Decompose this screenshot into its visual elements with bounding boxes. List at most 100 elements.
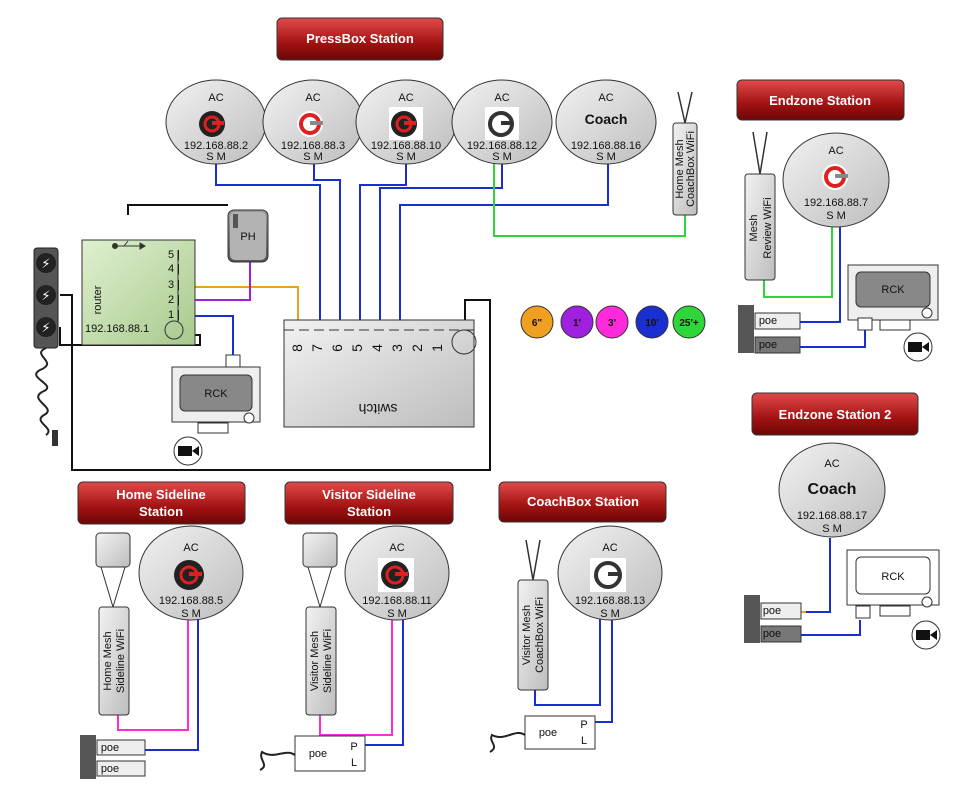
ap-type: AC <box>598 92 613 104</box>
ap-pressbox-5: AC Coach 192.168.88.16 S M <box>555 79 657 165</box>
router-ip: 192.168.88.1 <box>85 323 149 335</box>
ap-ip: 192.168.88.17 <box>797 510 867 522</box>
camera-icon <box>173 436 203 466</box>
ap-ports: S M <box>206 151 226 163</box>
poe-visitor: poe P L <box>259 735 366 772</box>
cable-length-legend: 6" 1' 3' 10' 25'+ <box>520 305 706 339</box>
legend-item: 3' <box>608 318 616 329</box>
ap-endzone2: AC Coach 192.168.88.17 S M <box>778 442 886 538</box>
ap-type: AC <box>398 92 413 104</box>
camera-icon <box>911 620 941 650</box>
ap-ip: 192.168.88.5 <box>159 595 223 607</box>
poe-port-l: L <box>351 757 357 769</box>
router-port: 2 | <box>168 294 180 306</box>
banner-visitor-sideline: Visitor Sideline Station <box>284 481 454 525</box>
poe-port-p: P <box>580 719 587 731</box>
ph-device: PH <box>227 209 269 263</box>
mesh-visitor: Visitor Mesh Sideline WiFi <box>302 532 338 716</box>
ap-type: AC <box>828 145 843 157</box>
banner-home-sideline: Home Sideline Station <box>77 481 246 525</box>
router-port: 3 | <box>168 279 180 291</box>
ap-ip: 192.168.88.3 <box>281 140 345 152</box>
ap-pressbox-2: AC 192.168.88.3 S M <box>262 79 364 165</box>
ap-type: AC <box>208 92 223 104</box>
logo-icon <box>174 560 204 590</box>
switch-port: 1 <box>429 344 445 352</box>
poe-label: poe <box>759 315 777 327</box>
mesh-label-2: Sideline WiFi <box>322 629 334 693</box>
switch-port: 6 <box>329 344 345 352</box>
poe-label: poe <box>763 605 781 617</box>
router-label: router <box>92 285 104 314</box>
logo-icon <box>297 111 323 137</box>
ap-type: AC <box>494 92 509 104</box>
switch-port: 3 <box>389 344 405 352</box>
router-port: 1 | <box>168 309 180 321</box>
mesh-pressbox: Home Mesh CoachBox WiFi <box>672 91 698 216</box>
ap-ip: 192.168.88.2 <box>184 140 248 152</box>
poe-label: poe <box>309 748 327 760</box>
poe-port-l: L <box>581 735 587 747</box>
mesh-label-1: Home Mesh <box>674 139 686 198</box>
switch-port: 8 <box>289 344 305 352</box>
ap-type: AC <box>305 92 320 104</box>
ap-home: AC 192.168.88.5 S M <box>138 525 244 621</box>
logo-icon <box>822 164 848 190</box>
router-port: 4 | <box>168 263 180 275</box>
poe-port-p: P <box>350 741 357 753</box>
ap-ip: 192.168.88.11 <box>362 595 432 607</box>
wires <box>59 160 866 751</box>
mesh-label-1: Visitor Mesh <box>521 605 533 665</box>
mesh-label-1: Home Mesh <box>102 631 114 690</box>
banner-visitor-title-2: Station <box>347 504 391 519</box>
router: router 192.168.88.1 5 | 4 | 3 | 2 | 1 | <box>81 239 196 346</box>
mesh-label-2: CoachBox WiFi <box>685 131 697 207</box>
ap-label: Coach <box>808 481 857 498</box>
ap-label: Coach <box>585 111 628 127</box>
ap-ports: S M <box>387 608 407 620</box>
banner-endzone2-title: Endzone Station 2 <box>779 407 892 422</box>
rck-label: RCK <box>204 388 228 400</box>
ap-pressbox-4: AC 192.168.88.12 S M <box>451 79 553 165</box>
mesh-label-2: CoachBox WiFi <box>534 597 546 673</box>
banner-endzone: Endzone Station <box>736 79 905 121</box>
poe-label: poe <box>101 742 119 754</box>
ap-ip: 192.168.88.13 <box>575 595 645 607</box>
ap-ports: S M <box>181 608 201 620</box>
poe-coachbox: poe P L <box>489 715 596 753</box>
banner-endzone2: Endzone Station 2 <box>751 392 919 436</box>
ap-ports: S M <box>396 151 416 163</box>
ap-type: AC <box>183 542 198 554</box>
lightning-icon: ⚡ <box>41 321 50 336</box>
mesh-label-1: Mesh <box>748 215 760 242</box>
mesh-coachbox: Visitor Mesh CoachBox WiFi <box>517 539 549 691</box>
legend-item: 25'+ <box>679 318 699 329</box>
logo-icon <box>485 107 519 140</box>
rck-label: RCK <box>881 284 905 296</box>
poe-endzone2: poe poe <box>744 595 802 643</box>
rck-endzone2: RCK <box>846 549 941 650</box>
ap-coachbox: AC 192.168.88.13 S M <box>557 525 663 621</box>
ap-ports: S M <box>600 608 620 620</box>
mesh-home: Home Mesh Sideline WiFi <box>95 532 131 716</box>
switch-port: 7 <box>309 344 325 352</box>
switch-port: 5 <box>349 344 365 352</box>
rck-label: RCK <box>881 571 905 583</box>
ap-pressbox-3: AC 192.168.88.10 S M <box>355 79 457 165</box>
ph-label: PH <box>240 231 255 243</box>
poe-label: poe <box>763 628 781 640</box>
banner-endzone-title: Endzone Station <box>769 93 871 108</box>
camera-icon <box>903 332 933 362</box>
ap-endzone: AC 192.168.88.7 S M <box>782 132 890 228</box>
lightning-icon: ⚡ <box>41 257 50 272</box>
ap-type: AC <box>389 542 404 554</box>
lightning-icon: ⚡ <box>41 289 50 304</box>
poe-endzone: poe poe <box>738 305 801 354</box>
legend-item: 1' <box>573 318 581 329</box>
legend-item: 10' <box>645 318 659 329</box>
ap-type: AC <box>824 458 839 470</box>
logo-icon <box>389 107 423 140</box>
ap-ports: S M <box>826 210 846 222</box>
mesh-label-2: Sideline WiFi <box>115 629 127 693</box>
